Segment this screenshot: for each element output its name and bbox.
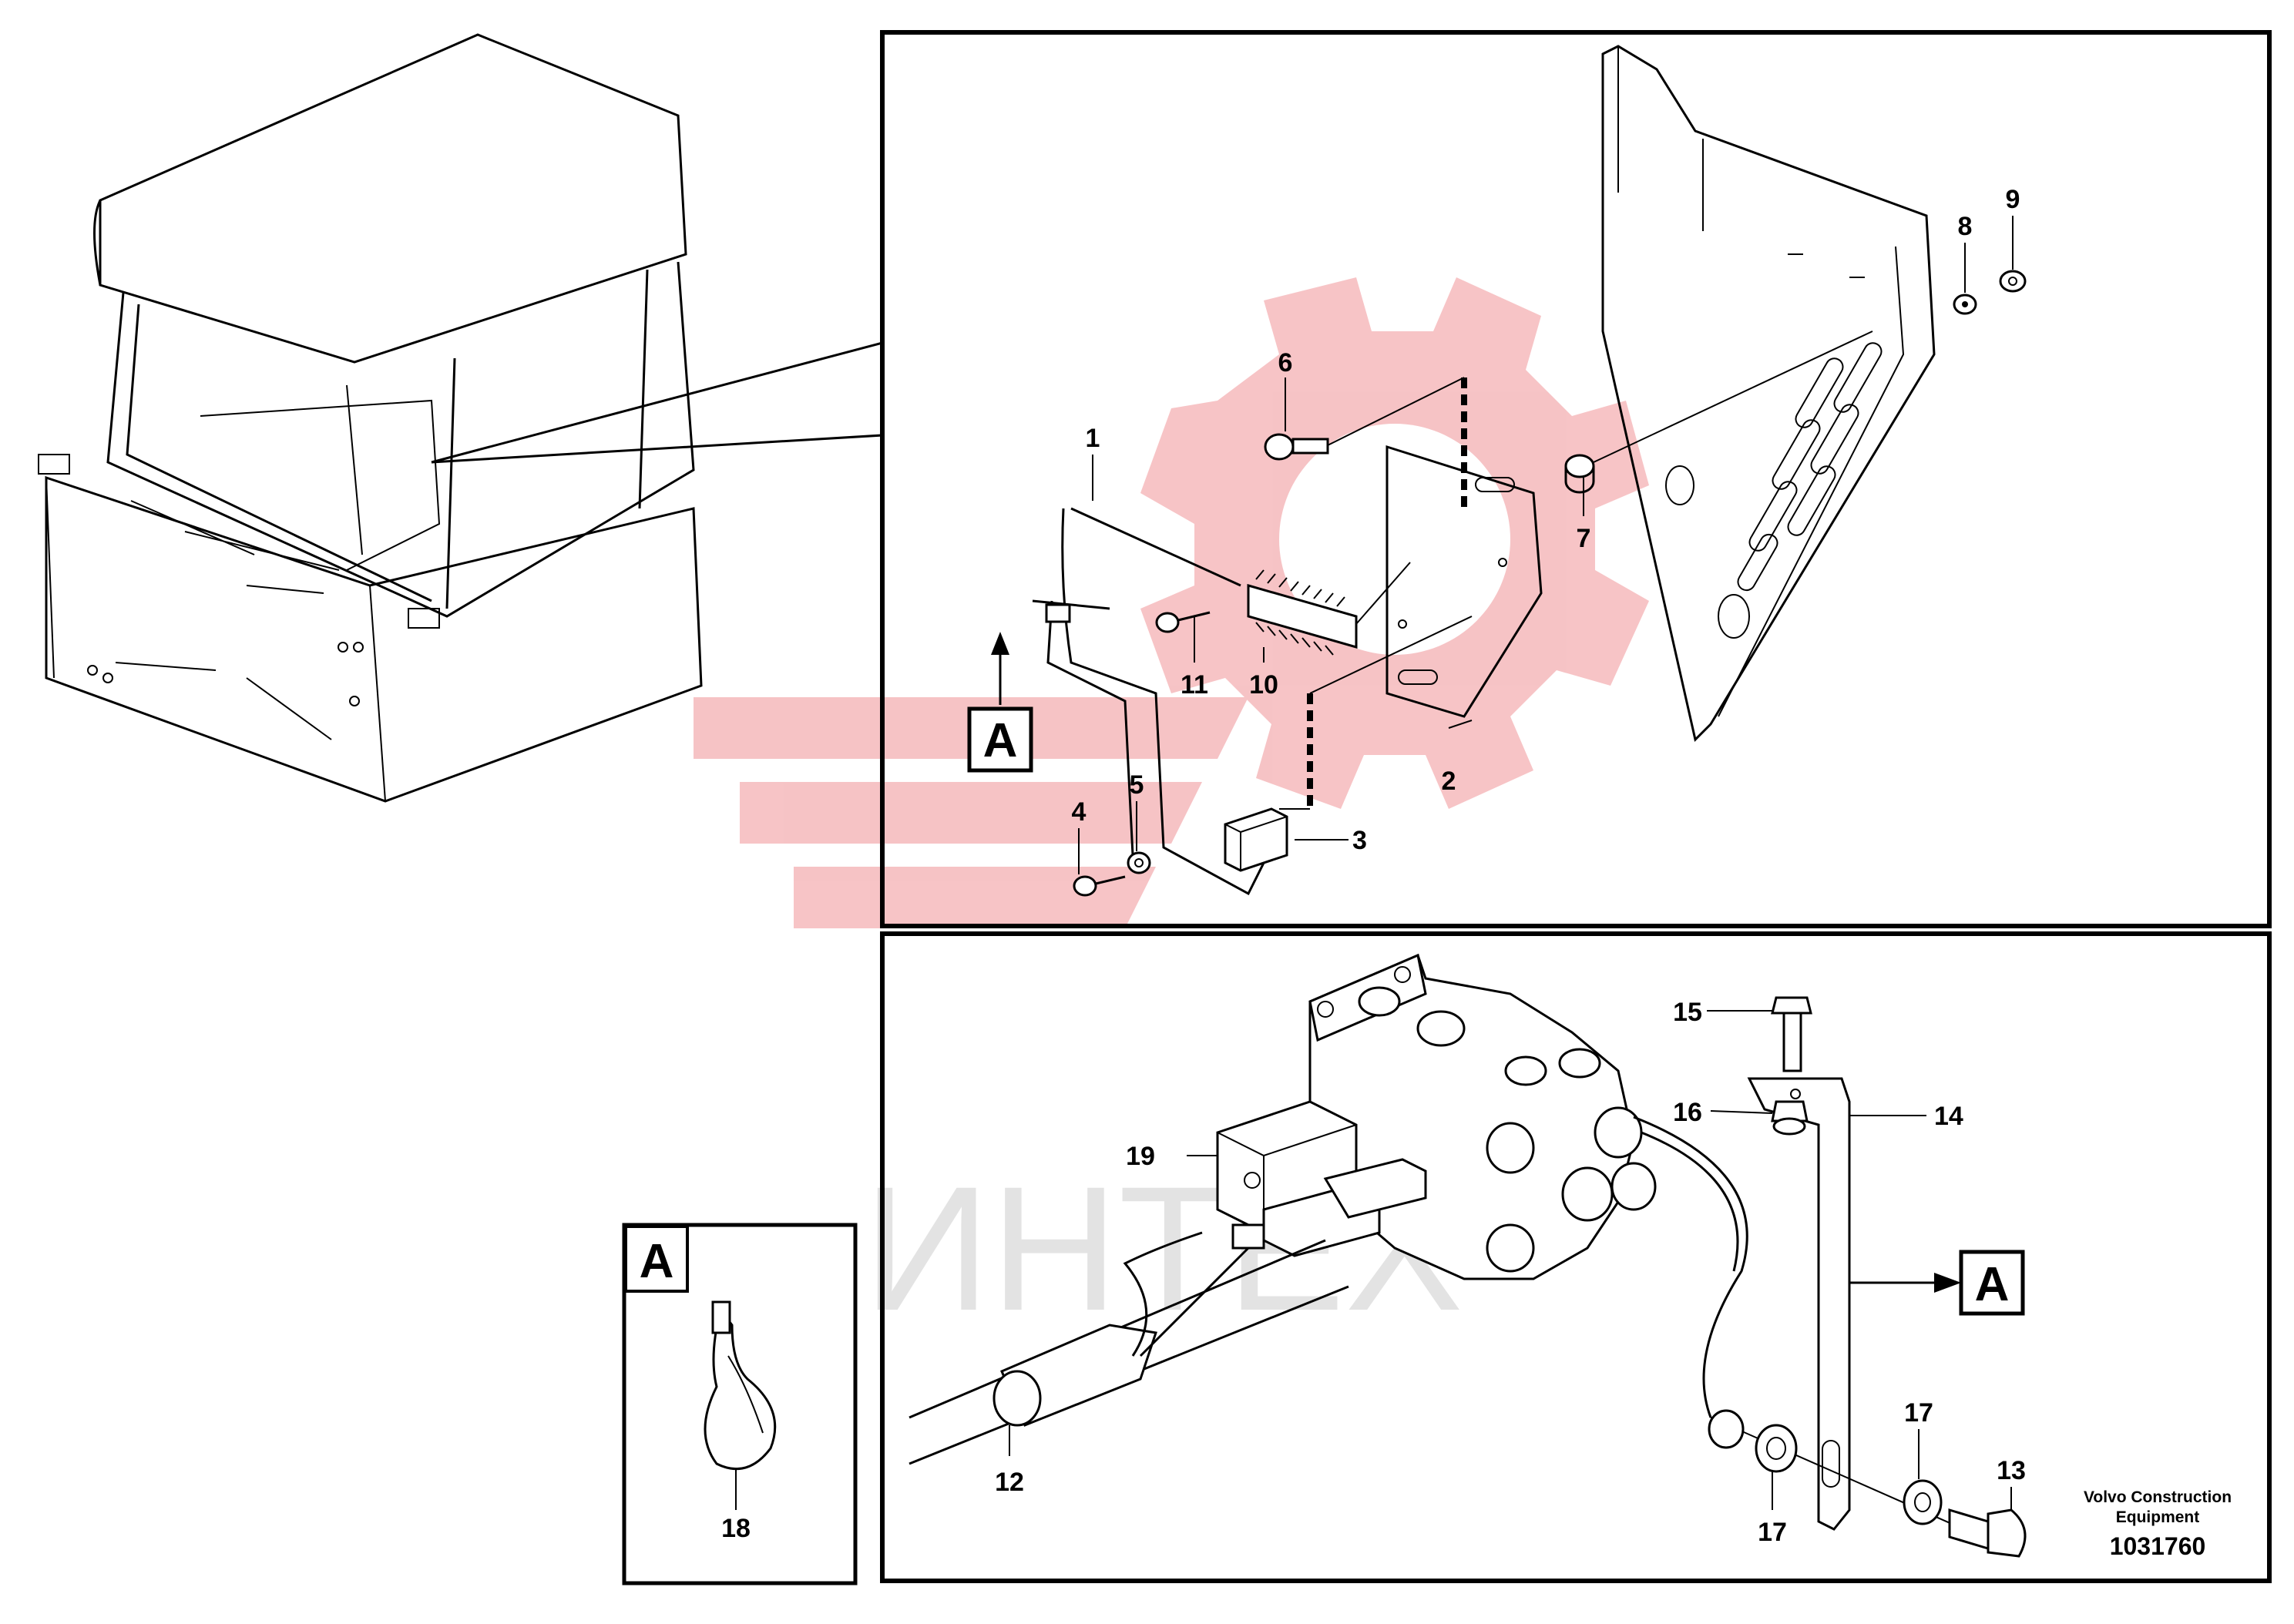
harness-12: [909, 1231, 1349, 1465]
callout-1: 1: [1086, 424, 1100, 453]
spacer: [1564, 454, 1595, 494]
cable-tie: [704, 1300, 777, 1471]
brand-line-2: Equipment: [2116, 1508, 2200, 1526]
brand-line-1: Volvo Construction: [2084, 1488, 2232, 1506]
sensor-13: [1948, 1508, 2027, 1558]
view-marker-letter-bottom: A: [1975, 1258, 2010, 1311]
view-marker-letter: A: [983, 714, 1018, 767]
callout-17-right: 17: [1904, 1398, 1933, 1428]
callout-10: 10: [1249, 670, 1278, 700]
bottom-detail-panel: A 12 13 14 15 16 17 17 19 Volvo Construc…: [880, 931, 2272, 1583]
callout-8: 8: [1958, 212, 1973, 241]
nut-17a: [1708, 1409, 1745, 1449]
callout-16: 16: [1673, 1098, 1702, 1127]
bolt-6: [1264, 433, 1329, 461]
bolt-15: [1771, 996, 1812, 1072]
callout-13: 13: [1997, 1456, 2026, 1485]
callout-15: 15: [1673, 998, 1702, 1027]
callout-11: 11: [1181, 670, 1208, 700]
relay-3: [1224, 807, 1288, 872]
cab-overview: [38, 33, 703, 803]
callout-14: 14: [1934, 1102, 1963, 1131]
solenoid-19: [1216, 1100, 1427, 1257]
terminal-block: [1247, 569, 1358, 656]
inset-letter: A: [640, 1235, 674, 1288]
top-detail-panel: A 1 2 3 4 5 6 7 8 9 10 11: [880, 30, 2272, 928]
callout-6: 6: [1278, 348, 1293, 377]
view-marker-a-top: A: [967, 632, 1033, 773]
callout-5: 5: [1130, 770, 1144, 800]
watermark-gear-icon: [1140, 277, 1649, 809]
drawing-number: 1031760: [2110, 1532, 2206, 1560]
detail-leader-lines: [431, 341, 883, 464]
screw-11: [1155, 611, 1211, 633]
watermark: ИНТЕХ: [694, 277, 1649, 1347]
panel-slots: [1737, 342, 1883, 592]
callout-18: 18: [721, 1514, 751, 1543]
screw-4: [1073, 875, 1126, 897]
callout-12: 12: [995, 1468, 1024, 1497]
view-marker-a-bottom: A: [1849, 1250, 2025, 1316]
callout-4: 4: [1072, 797, 1087, 827]
washer-5: [1127, 851, 1151, 874]
callout-17-left: 17: [1758, 1518, 1787, 1547]
port-nut: [1358, 986, 1601, 1086]
callout-2: 2: [1442, 767, 1456, 796]
detail-a-inset: A 18: [622, 1223, 858, 1585]
callout-9: 9: [2006, 185, 2020, 214]
callout-3: 3: [1352, 826, 1367, 855]
callout-19: 19: [1126, 1142, 1155, 1171]
nut-16: [1771, 1100, 1809, 1136]
callout-7: 7: [1577, 524, 1591, 553]
